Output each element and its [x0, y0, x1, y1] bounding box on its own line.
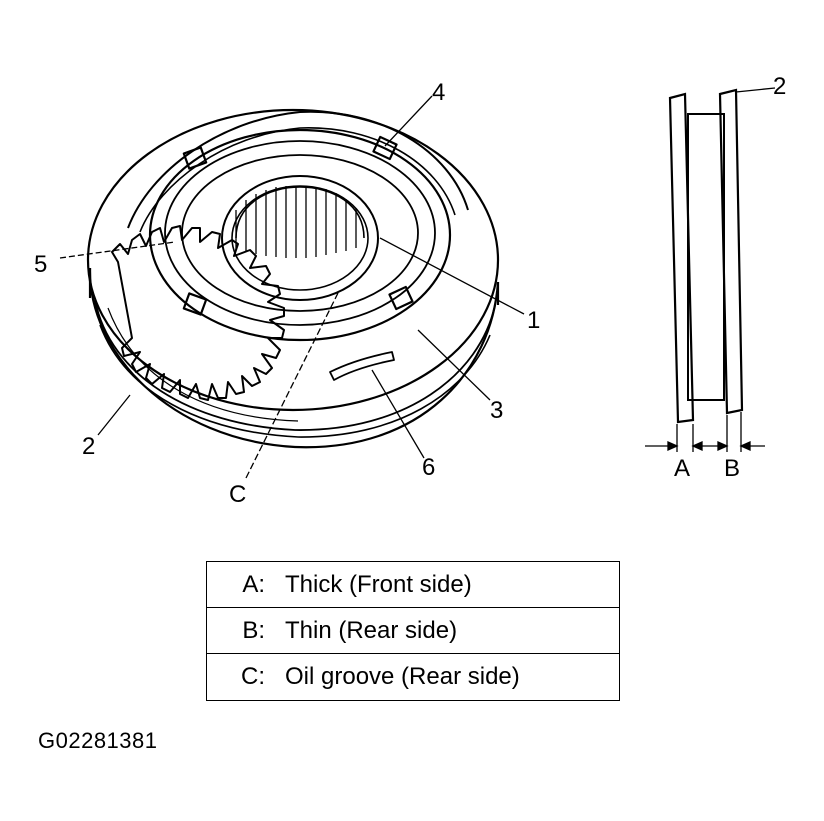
legend-text-a: Thick (Front side): [285, 570, 472, 598]
hub-mid-ellipse: [164, 140, 436, 326]
hub-insert-bottom-right: [388, 285, 414, 311]
callout-4: 4: [432, 79, 445, 106]
callout-labels: 4 5 1 3 2 6 C 2 A B: [34, 73, 786, 508]
sleeve-groove-lower: [99, 324, 491, 438]
leader-1: [379, 237, 525, 315]
leader-2-right: [735, 87, 776, 93]
callout-6: 6: [422, 454, 435, 481]
legend-row-c: C: Oil groove (Rear side): [207, 654, 619, 700]
hub-bore-outer: [221, 175, 379, 301]
hub-insert-top-left: [182, 146, 208, 170]
callout-A: A: [674, 455, 690, 482]
side-plate-left: [668, 92, 695, 424]
leader-3: [417, 329, 491, 401]
oil-groove: [329, 351, 395, 381]
leader-5: [59, 241, 176, 259]
arrow-b-right: [739, 440, 751, 452]
figure-id: G02281381: [38, 728, 158, 753]
leader-lines-main: [59, 95, 525, 479]
hub-collar: [235, 186, 365, 239]
arrow-b-left: [717, 440, 729, 452]
legend-text-b: Thin (Rear side): [285, 616, 458, 644]
legend-text-c: Oil groove (Rear side): [285, 663, 520, 690]
sleeve-groove-upper: [94, 299, 496, 431]
legend-row-a: A: Thick (Front side): [207, 562, 619, 608]
leader-4: [384, 95, 433, 147]
sleeve-groove-mid: [107, 307, 299, 422]
synchronizer-assembly-drawing: [86, 108, 500, 449]
hub-insert-top-right: [372, 135, 398, 161]
callout-1: 1: [527, 307, 540, 334]
arrow-a-left: [667, 440, 679, 452]
callout-2-left: 2: [82, 433, 95, 460]
legend-key-c: C:: [241, 663, 265, 690]
hub-outer-ellipse: [148, 128, 452, 342]
legend-table: A: Thick (Front side) B: Thin (Rear side…: [206, 561, 620, 701]
side-section-drawing: [668, 87, 776, 424]
sleeve-bottom-rim: [88, 267, 500, 449]
callout-5: 5: [34, 251, 47, 278]
sleeve-outer-ellipse: [86, 108, 500, 412]
callout-B: B: [724, 455, 740, 482]
callout-C: C: [229, 481, 246, 508]
callout-3: 3: [490, 397, 503, 424]
legend-row-b: B: Thin (Rear side): [207, 608, 619, 654]
leader-C: [245, 292, 339, 479]
hub-insert-bottom-left: [182, 292, 208, 316]
side-center-hub: [687, 113, 725, 401]
sleeve-spline-top-inner: [139, 127, 456, 233]
leader-6: [371, 369, 425, 459]
callout-2-right: 2: [773, 73, 786, 100]
leader-2-left: [97, 394, 131, 436]
legend-key-a: A:: [242, 570, 265, 598]
hub-inner-ellipse: [181, 154, 419, 312]
sleeve-spline-top: [127, 110, 469, 229]
legend-key-b: B:: [242, 616, 265, 644]
hub-bore-inner: [231, 185, 369, 291]
dimension-marks: [645, 412, 765, 452]
arrow-a-right: [691, 440, 703, 452]
